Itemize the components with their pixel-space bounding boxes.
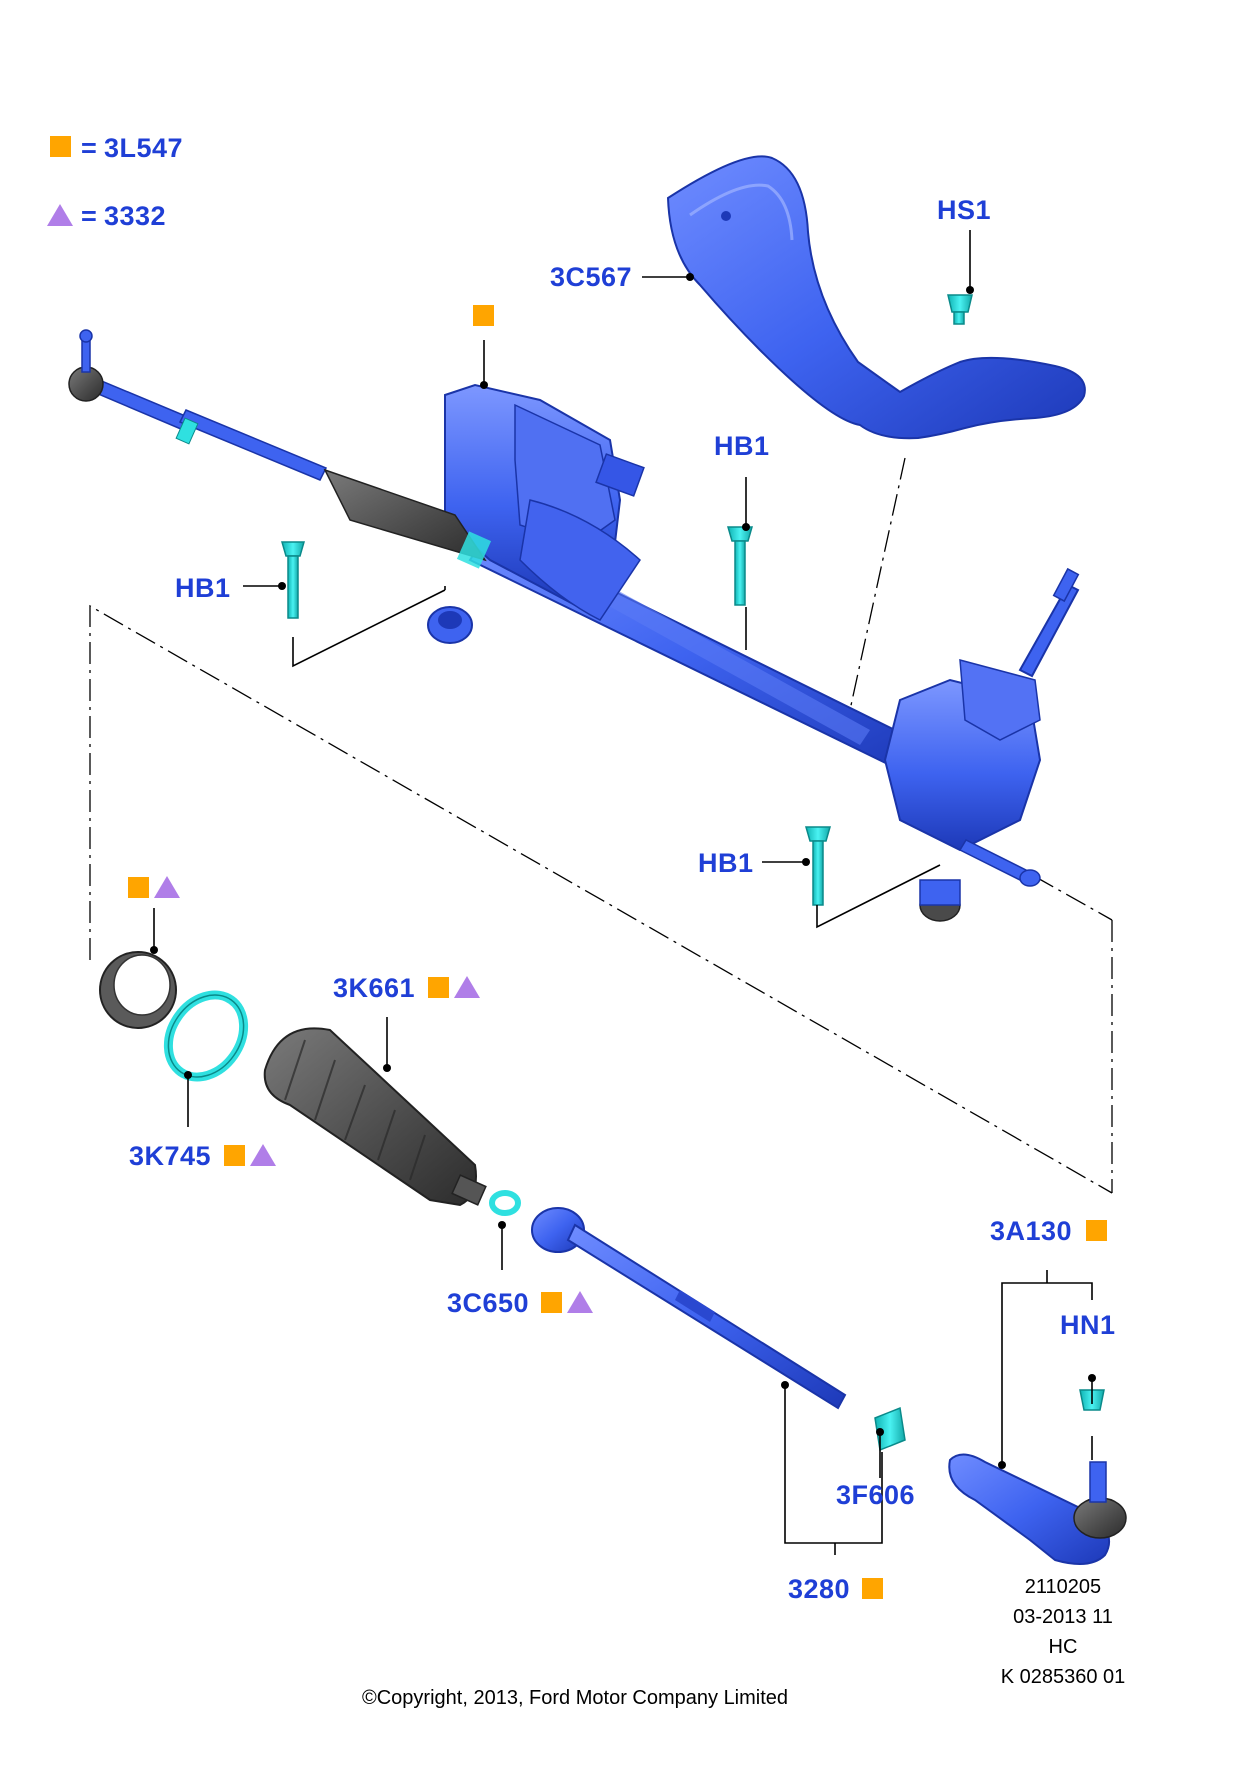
reference-line-1: 2110205 bbox=[1024, 1576, 1102, 1598]
marker-triangle-3C650 bbox=[567, 1291, 593, 1313]
reference-line-4: K 0285360 01 bbox=[1000, 1666, 1126, 1688]
legend-triangle-marker bbox=[47, 204, 73, 226]
reference-line-2: 03-2013 11 bbox=[1013, 1606, 1113, 1628]
label-3C650: 3C650 bbox=[447, 1288, 530, 1318]
label-3K661: 3K661 bbox=[333, 973, 416, 1003]
legend-triangle-code: 3332 bbox=[104, 201, 167, 231]
legend-square-marker bbox=[50, 136, 71, 157]
clip-3C650 bbox=[489, 1190, 521, 1216]
label-3A130: 3A130 bbox=[990, 1216, 1073, 1246]
jam-nut-3F606 bbox=[874, 1406, 906, 1452]
marker-square-3C650 bbox=[541, 1292, 562, 1313]
marker-square-3280 bbox=[862, 1578, 883, 1599]
heat-shield-3C567 bbox=[666, 155, 1086, 440]
marker-triangle-ring bbox=[154, 876, 180, 898]
legend-square-code: 3L547 bbox=[104, 133, 184, 163]
marker-triangle-3K745 bbox=[250, 1144, 276, 1166]
marker-square-3K661 bbox=[428, 977, 449, 998]
legend-triangle-eq: = bbox=[81, 201, 97, 231]
bolt-HB1-bottom bbox=[805, 826, 831, 906]
copyright-notice: ©Copyright, 2013, Ford Motor Company Lim… bbox=[362, 1687, 789, 1709]
label-3280: 3280 bbox=[788, 1574, 851, 1604]
marker-square-3A130 bbox=[1086, 1220, 1107, 1241]
marker-triangle-3K661 bbox=[454, 976, 480, 998]
marker-square-3K745 bbox=[224, 1145, 245, 1166]
label-3C567: 3C567 bbox=[550, 262, 633, 292]
label-HN1: HN1 bbox=[1060, 1310, 1116, 1340]
bolt-HB1-left bbox=[281, 541, 305, 619]
label-HS1: HS1 bbox=[937, 195, 992, 225]
label-HB1-left: HB1 bbox=[175, 573, 231, 603]
leader-dots bbox=[150, 273, 1096, 1469]
inner-tie-rod-3280 bbox=[531, 1207, 847, 1410]
marker-square-motor bbox=[473, 305, 494, 326]
leader-lines bbox=[153, 230, 1093, 1555]
installed-left-tie-rod bbox=[68, 329, 492, 569]
label-HB1-top: HB1 bbox=[714, 431, 770, 461]
reference-line-3: HC bbox=[1048, 1636, 1078, 1658]
outer-tie-rod-end-3A130 bbox=[948, 1453, 1127, 1565]
bolt-HS1 bbox=[947, 294, 973, 325]
assembly-lines bbox=[89, 457, 1113, 1194]
clamp-ring-3K745-cyan bbox=[163, 990, 249, 1082]
bellows-boot-3K661 bbox=[263, 1027, 487, 1207]
clamp-ring-3K745-gray bbox=[99, 951, 177, 1029]
steering-rack-housing bbox=[427, 383, 1080, 922]
label-HB1-bottom: HB1 bbox=[698, 848, 754, 878]
marker-square-ring bbox=[128, 877, 149, 898]
legend-square-eq: = bbox=[81, 133, 97, 163]
label-3K745: 3K745 bbox=[129, 1141, 212, 1171]
bolt-HB1-top bbox=[727, 526, 753, 606]
label-3F606: 3F606 bbox=[836, 1480, 916, 1510]
